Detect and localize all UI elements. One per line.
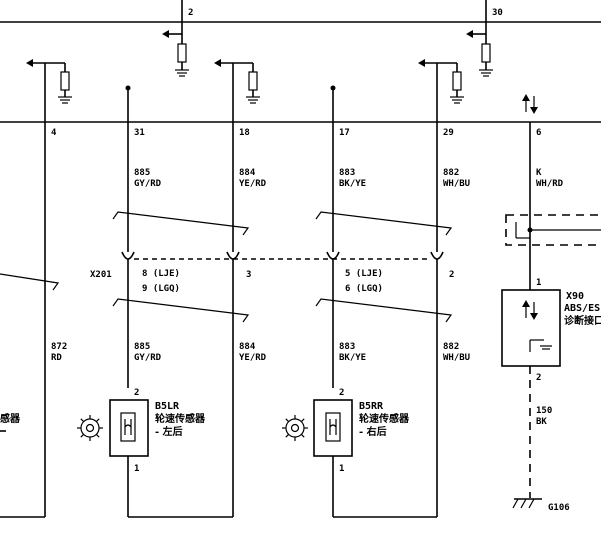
x90-code-label: X90 [566,291,584,302]
sensor-name-label: 轮速传感器 [155,412,206,425]
wire-color-label: YE/RD [239,179,267,189]
x90-connector [501,289,561,367]
wire-num-label: 883 [339,168,355,178]
open-pin-31 [125,85,131,122]
top-pin-30-label: 30 [492,8,503,18]
open-pin-17 [330,85,336,122]
bus-pin-label: 6 [536,128,541,138]
pulldown-upper-right [466,22,493,77]
bus-pin-label: 29 [443,128,454,138]
pulldown-lower-2 [214,59,260,104]
wire-num-label: 884 [239,342,256,352]
wire-num-label: 150 [536,406,552,416]
x90-name-label-2: 诊断接口 [564,314,601,327]
wire-num-label: 882 [443,342,459,352]
wire-color-label: BK [536,417,547,427]
wire-color-label: BK/YE [339,179,366,189]
gear-icon [77,415,103,441]
pulldown-upper-left [162,22,189,77]
sensor-code-label: B5RR [359,401,384,412]
wire-color-label: GY/RD [134,179,162,189]
sensor-b5lr [109,399,149,517]
twisted-pair-mark [0,211,453,323]
wire-color-label: GY/RD [134,353,162,363]
partial-sensor-label: 感器 [0,412,21,425]
bus-pin-label: 17 [339,128,350,138]
bus-pin-label: 18 [239,128,250,138]
sensor-b5rr [313,399,353,517]
bidirectional-arrow-icon [522,94,538,114]
wire-color-label: WH/BU [443,353,470,363]
gear-icon [282,415,308,441]
x201-pin-label: 2 [449,270,454,280]
x201-name-label: X201 [90,270,112,280]
shield-box [505,214,601,246]
wire-num-label: 885 [134,168,150,178]
wire-num-label: 884 [239,168,256,178]
pulldown-lower-3 [418,59,464,104]
wire-color-label: YE/RD [239,353,267,363]
top-pin-2-label: 2 [188,8,193,18]
sensor-code-label: B5LR [155,401,180,412]
pulldown-lower-1 [26,59,72,104]
sensor-pin-label: 2 [339,388,344,398]
sensor-pin-label: 2 [134,388,139,398]
sensor-pos-label: - 右后 [359,425,387,438]
wire-num-label: 883 [339,342,355,352]
wire-color-label: RD [51,353,62,363]
connector-x201 [121,251,444,517]
x201-pin-label: 6 (LGQ) [345,284,383,294]
wire-color-label: BK/YE [339,353,366,363]
x201-pin-label: 9 (LGQ) [142,284,180,294]
wire-color-label: WH/RD [536,179,564,189]
sensor-pin-label: 1 [339,464,344,474]
wire-num-label: K [536,168,542,178]
x90-name-label: ABS/ES [564,303,600,314]
x201-pin-label: 3 [246,270,251,280]
wire-num-label: 885 [134,342,150,352]
x90-pin-label: 2 [536,373,541,383]
x90-pin-label: 1 [536,278,541,288]
bus-pin-label: 4 [51,128,57,138]
bus-pin-label: 31 [134,128,145,138]
wire-num-label: 872 [51,342,67,352]
sensor-pin-label: 1 [134,464,139,474]
ground-name-label: G106 [548,503,570,513]
sensor-name-label: 轮速传感器 [359,412,410,425]
x201-pin-label: 5 (LJE) [345,269,383,279]
wire-num-label: 882 [443,168,459,178]
sensor-pos-label: - 左后 [155,425,183,438]
ground-icon [512,498,542,509]
wire-color-label: WH/BU [443,179,470,189]
x201-pin-label: 8 (LJE) [142,269,180,279]
